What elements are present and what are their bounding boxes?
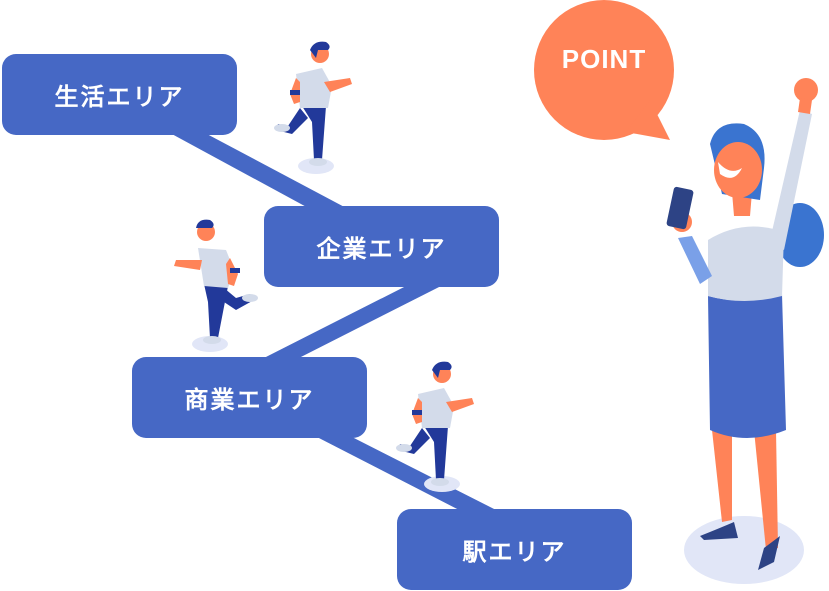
runner-icon [274, 41, 352, 174]
area-box-eki[interactable]: 駅エリア [397, 509, 632, 590]
area-label: 商業エリア [184, 386, 315, 414]
speech-bubble-icon [534, 0, 674, 140]
connector-1-2 [170, 133, 350, 210]
connector-2-3 [260, 284, 445, 360]
area-label: 駅エリア [462, 538, 567, 566]
runner-icon [396, 361, 474, 492]
point-label: POINT [561, 44, 647, 74]
runner-icon [174, 219, 258, 352]
area-label: 生活エリア [54, 83, 185, 111]
area-box-seikatsu[interactable]: 生活エリア [2, 54, 237, 135]
woman-with-phone-icon [666, 78, 824, 584]
area-box-shogyo[interactable]: 商業エリア [132, 357, 367, 438]
connector-3-4 [315, 436, 500, 512]
area-label: 企業エリア [316, 235, 447, 263]
area-box-kigyo[interactable]: 企業エリア [264, 206, 499, 287]
